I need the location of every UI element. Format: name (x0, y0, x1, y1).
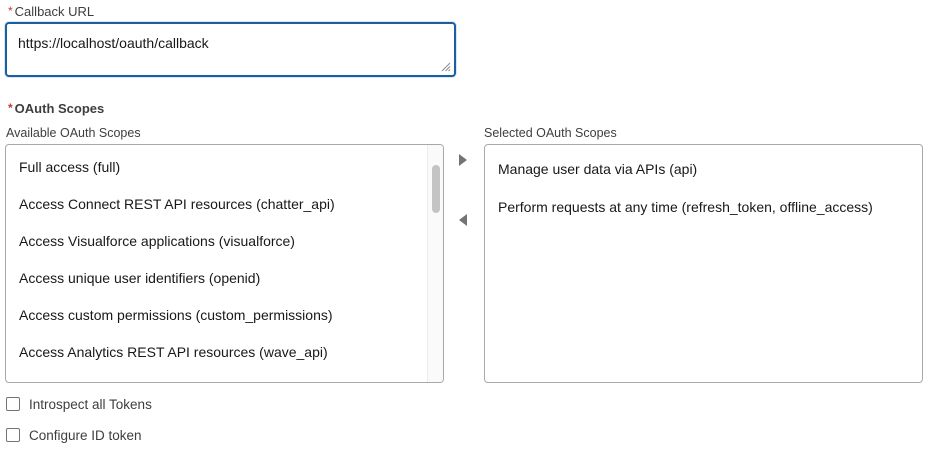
scrollbar-thumb[interactable] (432, 165, 440, 213)
configure-id-token-checkbox[interactable] (6, 428, 20, 442)
available-scope-option[interactable]: Access custom permissions (custom_permis… (19, 307, 333, 323)
available-scope-option[interactable]: Access Analytics REST API resources (wav… (19, 344, 328, 360)
available-scope-option[interactable]: Access Connect REST API resources (chatt… (19, 196, 335, 212)
selected-scope-option[interactable]: Perform requests at any time (refresh_to… (498, 199, 873, 215)
introspect-tokens-checkbox[interactable] (6, 397, 20, 411)
callback-url-textarea[interactable]: https://localhost/oauth/callback (5, 22, 456, 77)
configure-id-token-row[interactable]: Configure ID token (6, 426, 142, 444)
callback-url-value[interactable]: https://localhost/oauth/callback (18, 35, 209, 51)
triangle-left-icon[interactable] (455, 212, 471, 228)
introspect-tokens-label[interactable]: Introspect all Tokens (29, 396, 152, 412)
resize-handle-icon[interactable] (441, 62, 451, 72)
introspect-tokens-row[interactable]: Introspect all Tokens (6, 395, 152, 413)
selected-scopes-label: Selected OAuth Scopes (484, 126, 617, 140)
callback-url-label-text: Callback URL (14, 4, 95, 19)
oauth-scopes-title: *OAuth Scopes (8, 101, 104, 116)
available-scopes-scrollbar[interactable] (427, 145, 443, 382)
required-indicator: * (8, 101, 13, 115)
configure-id-token-label[interactable]: Configure ID token (29, 427, 142, 443)
oauth-scopes-title-text: OAuth Scopes (14, 101, 105, 116)
required-indicator: * (8, 4, 13, 18)
available-scope-option[interactable]: Full access (full) (19, 159, 121, 175)
available-scope-option[interactable]: Access unique user identifiers (openid) (19, 270, 261, 286)
available-scopes-listbox[interactable]: Full access (full) Access Connect REST A… (5, 144, 444, 383)
selected-scope-option[interactable]: Manage user data via APIs (api) (498, 161, 698, 177)
callback-url-label: *Callback URL (8, 4, 94, 19)
selected-scopes-listbox[interactable]: Manage user data via APIs (api) Perform … (484, 144, 923, 383)
triangle-right-icon[interactable] (455, 152, 471, 168)
available-scope-option[interactable]: Access Visualforce applications (visualf… (19, 233, 295, 249)
available-scopes-label: Available OAuth Scopes (6, 126, 141, 140)
